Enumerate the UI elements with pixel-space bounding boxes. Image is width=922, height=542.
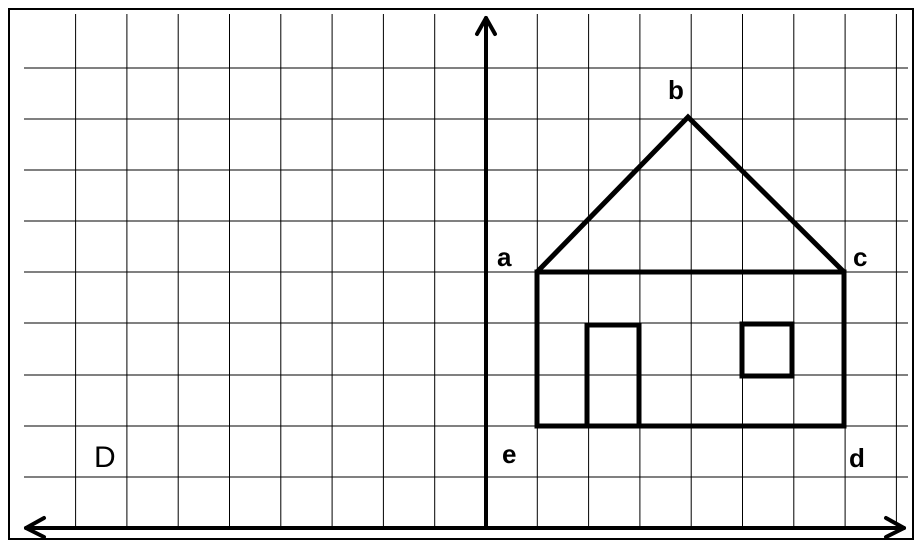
house-roof — [535, 113, 846, 274]
label-b: b — [668, 75, 684, 105]
label-a: a — [497, 242, 512, 272]
x-axis-right-arrowhead — [884, 516, 906, 539]
house-door — [584, 322, 642, 429]
y-axis-arrowhead — [475, 16, 497, 36]
label-e: e — [502, 439, 516, 469]
label-d: d — [849, 443, 865, 473]
axes — [24, 16, 906, 539]
house-body — [534, 269, 847, 429]
label-D: D — [94, 441, 116, 474]
house-window — [739, 321, 795, 379]
label-c: c — [853, 242, 867, 272]
house-figure — [534, 113, 847, 429]
x-axis-left-arrowhead — [24, 516, 46, 539]
